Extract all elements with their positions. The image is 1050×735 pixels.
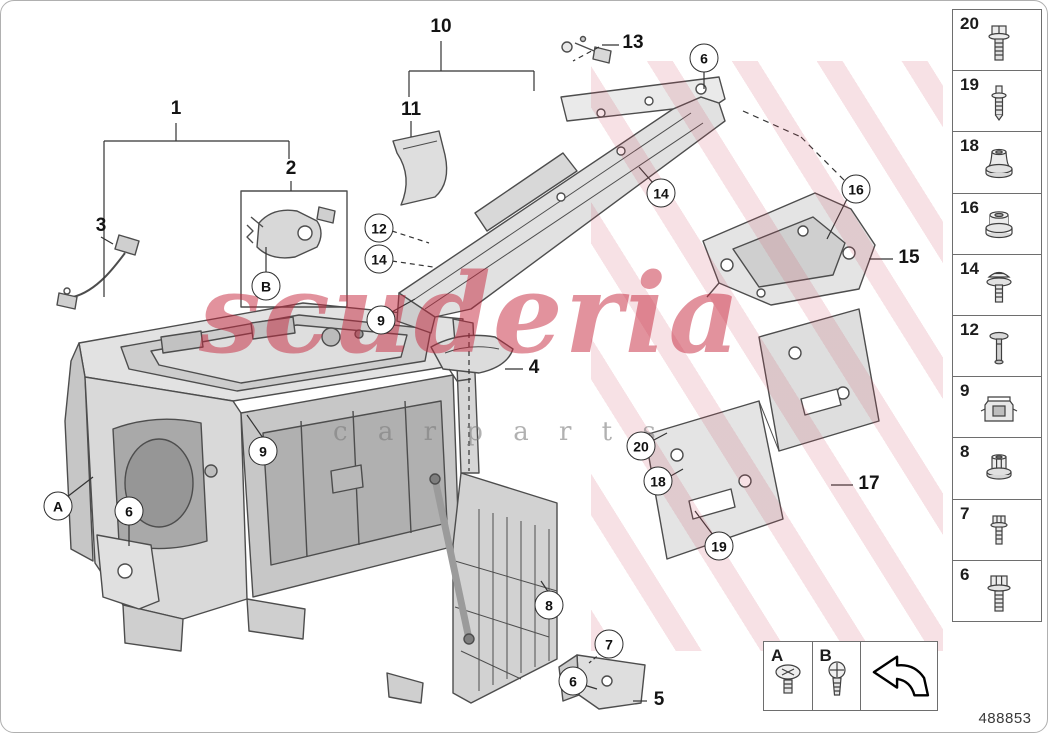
callout-circle-14-rail: 14 bbox=[646, 178, 676, 208]
hex-flange-screw-icon bbox=[987, 575, 1011, 612]
callout-circle-8: 8 bbox=[534, 590, 564, 620]
callout-label-2: 2 bbox=[285, 158, 297, 179]
callout-circle-6-top: 6 bbox=[689, 43, 719, 73]
pan-head-screw-icon bbox=[775, 664, 801, 695]
callout-circle-14-left: 14 bbox=[364, 244, 394, 274]
callout-circle-16: 16 bbox=[841, 174, 871, 204]
callout-circle-20: 20 bbox=[626, 431, 656, 461]
sidebar-item-number: 20 bbox=[960, 14, 979, 33]
sidebar-item-number: 8 bbox=[960, 442, 970, 462]
cover-4 bbox=[430, 334, 514, 382]
sensor-cable-3 bbox=[56, 234, 140, 310]
leader-lines bbox=[66, 41, 893, 702]
sidebar-item-9: 9 bbox=[952, 376, 1042, 439]
sidebar-item-8: 8 bbox=[952, 437, 1042, 500]
latch-detail-box bbox=[240, 190, 348, 308]
legend-cell-arrow bbox=[860, 641, 938, 711]
cage-clip-icon bbox=[980, 396, 1018, 422]
legend-b-label: B bbox=[819, 646, 832, 665]
flange-nut-tall-icon bbox=[985, 149, 1013, 179]
sidebar-item-18: 18 bbox=[952, 131, 1042, 195]
callout-circle-12: 12 bbox=[364, 213, 394, 243]
washer-head-screw-icon bbox=[986, 271, 1012, 303]
sidebar-item-number: 14 bbox=[960, 258, 979, 278]
fastener-sidebar: 20 19 18 16 bbox=[952, 9, 1042, 623]
sidebar-item-7: 7 bbox=[952, 498, 1042, 562]
legend-cell-a: A bbox=[763, 641, 813, 711]
sidebar-item-number: 19 bbox=[960, 75, 979, 95]
callout-label-3: 3 bbox=[95, 215, 107, 236]
plastic-rivet-icon bbox=[989, 331, 1009, 365]
countersunk-screw-icon bbox=[827, 661, 846, 697]
sidebar-item-number: 7 bbox=[960, 503, 970, 523]
console-carrier bbox=[64, 302, 558, 704]
sidebar-item-14: 14 bbox=[952, 253, 1042, 317]
sidebar-item-19: 19 bbox=[952, 70, 1042, 133]
callout-circle-7: 7 bbox=[594, 629, 624, 659]
callout-circle-A: A bbox=[43, 491, 73, 521]
callout-circle-18: 18 bbox=[643, 466, 673, 496]
callout-label-15: 15 bbox=[898, 247, 920, 268]
sidebar-item-number: 18 bbox=[960, 136, 979, 156]
sidebar-item-12: 12 bbox=[952, 314, 1042, 378]
sidebar-item-16: 16 bbox=[952, 192, 1042, 256]
legend-cell-b: B bbox=[811, 641, 862, 711]
flange-nut-icon bbox=[986, 454, 1012, 480]
callout-label-1: 1 bbox=[170, 98, 182, 119]
sidebar-item-number: 12 bbox=[960, 319, 979, 339]
direction-arrow-icon bbox=[872, 655, 930, 697]
callout-circle-9-rail: 9 bbox=[366, 305, 396, 335]
screw-type-legend: A B bbox=[763, 641, 938, 711]
hex-flange-bolt-icon bbox=[988, 25, 1010, 61]
sidebar-item-number: 9 bbox=[960, 381, 970, 401]
callout-circle-6-left: 6 bbox=[114, 496, 144, 526]
callout-label-11: 11 bbox=[400, 99, 422, 120]
callout-label-10: 10 bbox=[430, 16, 452, 37]
legend-a-label: A bbox=[771, 646, 784, 665]
rear-bracket-15 bbox=[702, 192, 876, 306]
part-number: 488853 bbox=[978, 710, 1032, 727]
side-bracket-17 bbox=[644, 308, 880, 560]
sidebar-item-6: 6 bbox=[952, 559, 1042, 623]
grommet-nut-icon bbox=[985, 210, 1013, 238]
callout-label-13: 13 bbox=[622, 32, 644, 53]
sidebar-item-number: 16 bbox=[960, 197, 979, 217]
weld-stud-icon bbox=[991, 85, 1007, 122]
callout-label-4: 4 bbox=[528, 357, 540, 378]
callout-circle-6-bottom: 6 bbox=[558, 666, 588, 696]
callout-circle-B: B bbox=[251, 271, 281, 301]
upper-bracket-assembly bbox=[392, 35, 726, 334]
sidebar-item-number: 6 bbox=[960, 564, 970, 584]
hex-bolt-icon bbox=[990, 515, 1008, 546]
callout-circle-9-body: 9 bbox=[248, 436, 278, 466]
sidebar-item-20: 20 bbox=[952, 9, 1042, 72]
callout-circle-19: 19 bbox=[704, 531, 734, 561]
callout-label-5: 5 bbox=[653, 689, 665, 710]
callout-label-17: 17 bbox=[858, 473, 880, 494]
